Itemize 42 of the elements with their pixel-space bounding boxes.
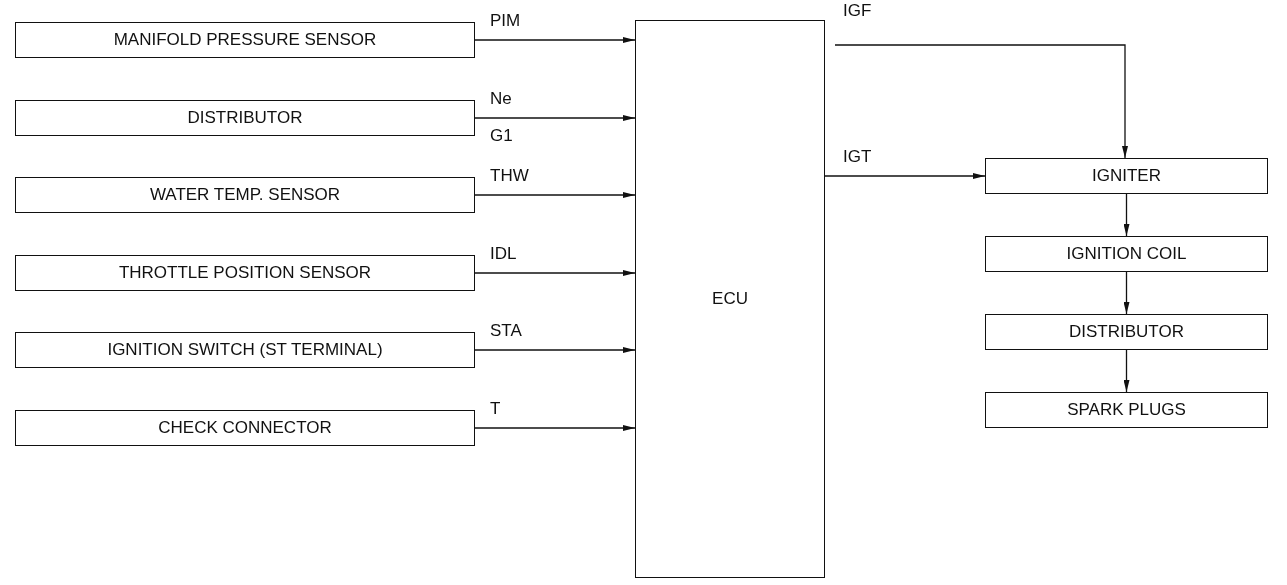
arrow bbox=[474, 192, 636, 198]
arrow bbox=[1123, 193, 1130, 237]
box-label: IGNITER bbox=[1092, 166, 1161, 186]
signal-label: STA bbox=[490, 321, 522, 341]
box-label: IGNITION SWITCH (ST TERMINAL) bbox=[107, 340, 383, 360]
signal-label: PIM bbox=[490, 11, 521, 31]
box-label: CHECK CONNECTOR bbox=[158, 418, 332, 438]
signal-label: IGF bbox=[843, 1, 872, 21]
component-box bbox=[985, 392, 1268, 428]
signal-label: G1 bbox=[490, 126, 513, 146]
arrow bbox=[1123, 349, 1130, 393]
box-label: SPARK PLUGS bbox=[1067, 400, 1186, 420]
arrow bbox=[474, 115, 636, 121]
signal-label: T bbox=[490, 399, 501, 419]
signal-label: THW bbox=[490, 166, 529, 186]
arrow bbox=[1123, 271, 1130, 315]
component-box bbox=[15, 410, 475, 446]
box-label: ECU bbox=[712, 289, 748, 309]
signal-label: Ne bbox=[490, 89, 512, 109]
component-box bbox=[15, 177, 475, 213]
signal-label: IDL bbox=[490, 244, 517, 264]
arrow bbox=[834, 44, 1128, 159]
arrow bbox=[474, 347, 636, 353]
component-box bbox=[985, 314, 1268, 350]
box-label: DISTRIBUTOR bbox=[187, 108, 303, 128]
component-box bbox=[15, 332, 475, 368]
component-box bbox=[985, 158, 1268, 194]
box-label: IGNITION COIL bbox=[1066, 244, 1187, 264]
component-box bbox=[15, 100, 475, 136]
box-label: DISTRIBUTOR bbox=[1069, 322, 1184, 342]
arrow bbox=[824, 173, 986, 179]
box-label: THROTTLE POSITION SENSOR bbox=[118, 263, 372, 283]
signal-label: IGT bbox=[843, 147, 872, 167]
box-label: MANIFOLD PRESSURE SENSOR bbox=[113, 30, 377, 50]
box-label: WATER TEMP. SENSOR bbox=[149, 185, 341, 205]
ecu-box bbox=[635, 20, 825, 578]
arrow bbox=[474, 425, 636, 431]
component-box bbox=[15, 22, 475, 58]
arrow bbox=[474, 270, 636, 276]
arrow bbox=[474, 37, 636, 43]
component-box bbox=[985, 236, 1268, 272]
component-box bbox=[15, 255, 475, 291]
